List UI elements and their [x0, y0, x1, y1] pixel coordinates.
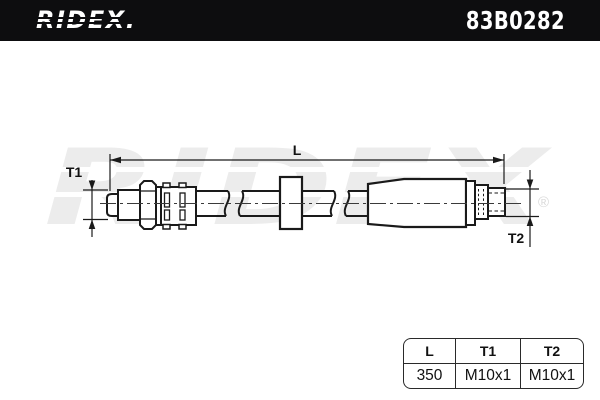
spec-header-thread1: T1	[455, 339, 520, 364]
dim-label-thread-left: T1	[66, 164, 83, 180]
clip-tab	[162, 182, 171, 189]
brand-logo-slit	[34, 17, 139, 19]
break-curve	[329, 190, 337, 217]
brand-logo-slit	[34, 21, 139, 24]
dimension-thread-left	[83, 180, 108, 237]
brand-logo-text: RIDEX.	[36, 6, 137, 34]
clip-tab	[178, 182, 187, 189]
dim-label-thread-right: T2	[508, 230, 525, 246]
dimension-thread-right	[506, 170, 539, 247]
arrow-left-icon	[110, 156, 121, 164]
clip-slot	[179, 209, 186, 221]
clip-slot	[163, 209, 171, 221]
thread-lines	[488, 192, 505, 212]
part-number: 83B0282	[465, 6, 565, 35]
break-curve	[223, 190, 231, 217]
clip-slot	[163, 192, 171, 208]
arrow-right-icon	[493, 156, 504, 164]
watermark-registered-icon: ®	[538, 194, 549, 211]
clip-tab	[162, 223, 171, 230]
arrow-up-icon	[526, 216, 534, 226]
clip-tab	[178, 223, 187, 230]
header-bar: RIDEX. 83B0282	[0, 0, 600, 41]
hex-facet-lines	[140, 190, 156, 220]
spec-table: L T1 T2 350 M10x1 M10x1	[403, 338, 584, 389]
arrow-down-icon	[88, 180, 96, 190]
spec-header-length: L	[404, 339, 455, 364]
left-end-cap	[106, 193, 119, 217]
right-hex-nut	[474, 184, 489, 220]
left-hex-nut	[139, 180, 157, 230]
arrow-up-icon	[88, 219, 96, 229]
hose-tube	[196, 190, 372, 217]
watermark-slit	[30, 167, 570, 172]
spec-value-length: 350	[416, 367, 443, 384]
spec-value-thread2: M10x1	[520, 364, 583, 388]
dim-label-length: L	[293, 142, 302, 158]
arrow-down-icon	[526, 179, 534, 189]
dimension-length	[109, 154, 505, 191]
brake-hose-outline	[106, 175, 506, 231]
clip-slot	[179, 192, 186, 208]
spec-value-thread1: M10x1	[455, 364, 520, 388]
spec-header-thread2: T2	[520, 339, 583, 364]
right-threaded-tip	[487, 187, 506, 217]
brand-logo: RIDEX.	[34, 6, 139, 34]
left-barrel	[117, 189, 141, 221]
